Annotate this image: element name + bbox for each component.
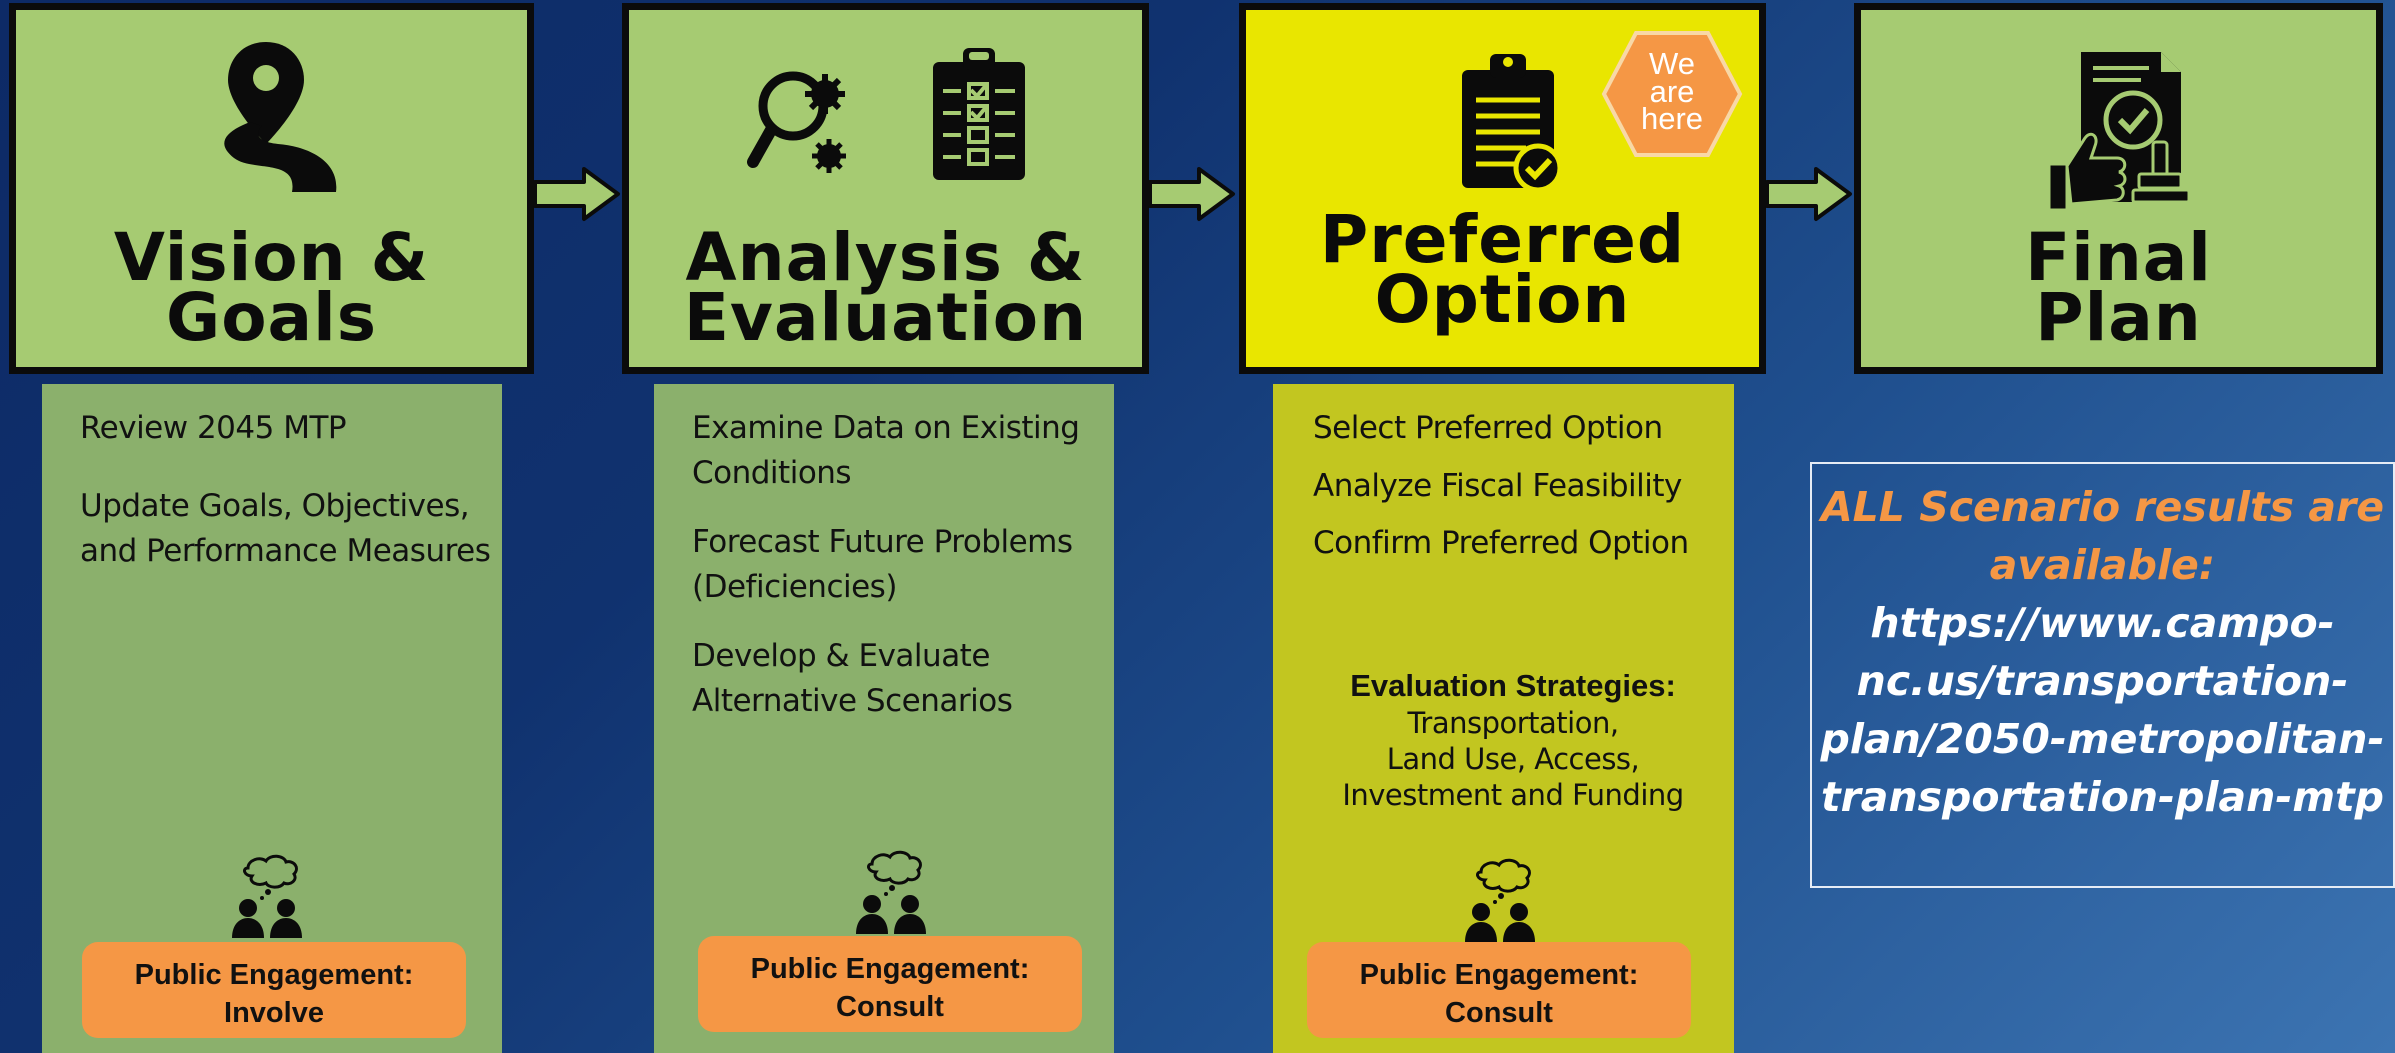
task-item: Analyze Fiscal Feasibility [1313, 464, 1682, 509]
task-item: Select Preferred Option [1313, 406, 1663, 451]
task-item: Review 2045 MTP [80, 406, 347, 451]
stage-title-line: Goals [166, 279, 377, 356]
engagement-label: Public Engagement: [134, 959, 414, 991]
stage-title-line: Option [1374, 261, 1631, 338]
public-engagement-badge: Public Engagement: Involve [82, 942, 466, 1038]
results-link[interactable]: plan/2050-metropolitan- [1820, 715, 2385, 763]
engagement-level: Involve [224, 997, 324, 1029]
stage-title-line: Final [2025, 219, 2212, 296]
task-item: Examine Data on Existing Conditions [692, 406, 1080, 496]
results-link[interactable]: https://www.campo- [1870, 599, 2335, 647]
engagement-level: Consult [1445, 997, 1553, 1029]
panel-vision-goals: Review 2045 MTP Update Goals, Objectives… [42, 384, 502, 1053]
stage-title-line: Analysis & [685, 219, 1086, 296]
stage-title-line: Vision & [113, 219, 430, 296]
discussion-people-icon [856, 850, 926, 934]
task-line: Update Goals, Objectives, [80, 488, 470, 524]
note-heading: available: [1989, 541, 2216, 589]
winding-road-pin-icon [224, 42, 337, 192]
task-line: Forecast Future Problems [692, 524, 1073, 560]
stage-title-line: Preferred [1319, 201, 1686, 278]
scenario-results-note: ALL Scenario results are available: http… [1810, 462, 2395, 888]
marker-text: here [1641, 101, 1703, 136]
evaluation-line: Investment and Funding [1342, 778, 1684, 812]
task-line: Select Preferred Option [1313, 410, 1663, 446]
task-line: Alternative Scenarios [692, 683, 1013, 719]
evaluation-strategies: Evaluation Strategies: Transportation, L… [1293, 668, 1733, 818]
marker-text: are [1650, 74, 1695, 109]
stage-title: Final Plan [1861, 219, 2376, 356]
stage-final-plan: Final Plan [1854, 3, 2383, 374]
panel-analysis-evaluation: Examine Data on Existing Conditions Fore… [654, 384, 1114, 1053]
flow-arrow [1765, 167, 1852, 221]
engagement-label: Public Engagement: [1359, 959, 1639, 991]
stage-vision-goals: Vision & Goals [9, 3, 534, 374]
stage-title-line: Plan [2035, 279, 2202, 356]
task-line: and Performance Measures [80, 533, 491, 569]
evaluation-heading: Evaluation Strategies: [1350, 668, 1676, 703]
task-item: Update Goals, Objectives, and Performanc… [80, 484, 491, 574]
clipboard-check-icon [1462, 54, 1563, 193]
document-approval-icon [2047, 52, 2191, 212]
discussion-people-icon [232, 854, 302, 938]
discussion-people-icon [1465, 858, 1535, 942]
evaluation-line: Land Use, Access, [1386, 742, 1640, 776]
checklist-clipboard-icon [933, 48, 1025, 180]
evaluation-line: Transportation, [1407, 706, 1619, 740]
public-engagement-badge: Public Engagement: Consult [698, 936, 1082, 1032]
magnifier-gears-icon [747, 71, 846, 173]
task-line: Analyze Fiscal Feasibility [1313, 468, 1682, 504]
public-engagement-badge: Public Engagement: Consult [1307, 942, 1691, 1038]
stage-analysis-evaluation: Analysis & Evaluation [622, 3, 1149, 374]
stage-preferred-option: We are here Preferred Option [1239, 3, 1766, 374]
note-heading: ALL Scenario results are [1820, 483, 2385, 531]
panel-preferred-option: Select Preferred Option Analyze Fiscal F… [1273, 384, 1734, 1053]
flow-arrow [1148, 167, 1235, 221]
marker-text: We [1649, 46, 1695, 81]
stage-title: Preferred Option [1246, 201, 1759, 338]
task-item: Develop & Evaluate Alternative Scenarios [692, 634, 1013, 724]
task-line: Conditions [692, 455, 852, 491]
task-line: Develop & Evaluate [692, 638, 990, 674]
stage-title-line: Evaluation [683, 279, 1088, 356]
engagement-label: Public Engagement: [750, 953, 1030, 985]
we-are-here-marker: We are here [1601, 31, 1743, 157]
flow-arrow [533, 167, 620, 221]
results-link[interactable]: transportation-plan-mtp [1820, 773, 2385, 821]
task-item: Forecast Future Problems (Deficiencies) [692, 520, 1073, 610]
engagement-level: Consult [836, 991, 944, 1023]
task-line: Confirm Preferred Option [1313, 525, 1689, 561]
results-link[interactable]: nc.us/transportation- [1856, 657, 2349, 705]
task-item: Confirm Preferred Option [1313, 521, 1689, 566]
task-line: Review 2045 MTP [80, 410, 347, 446]
stage-title: Analysis & Evaluation [629, 219, 1142, 356]
stage-title: Vision & Goals [16, 219, 527, 356]
task-line: (Deficiencies) [692, 569, 897, 605]
task-line: Examine Data on Existing [692, 410, 1080, 446]
